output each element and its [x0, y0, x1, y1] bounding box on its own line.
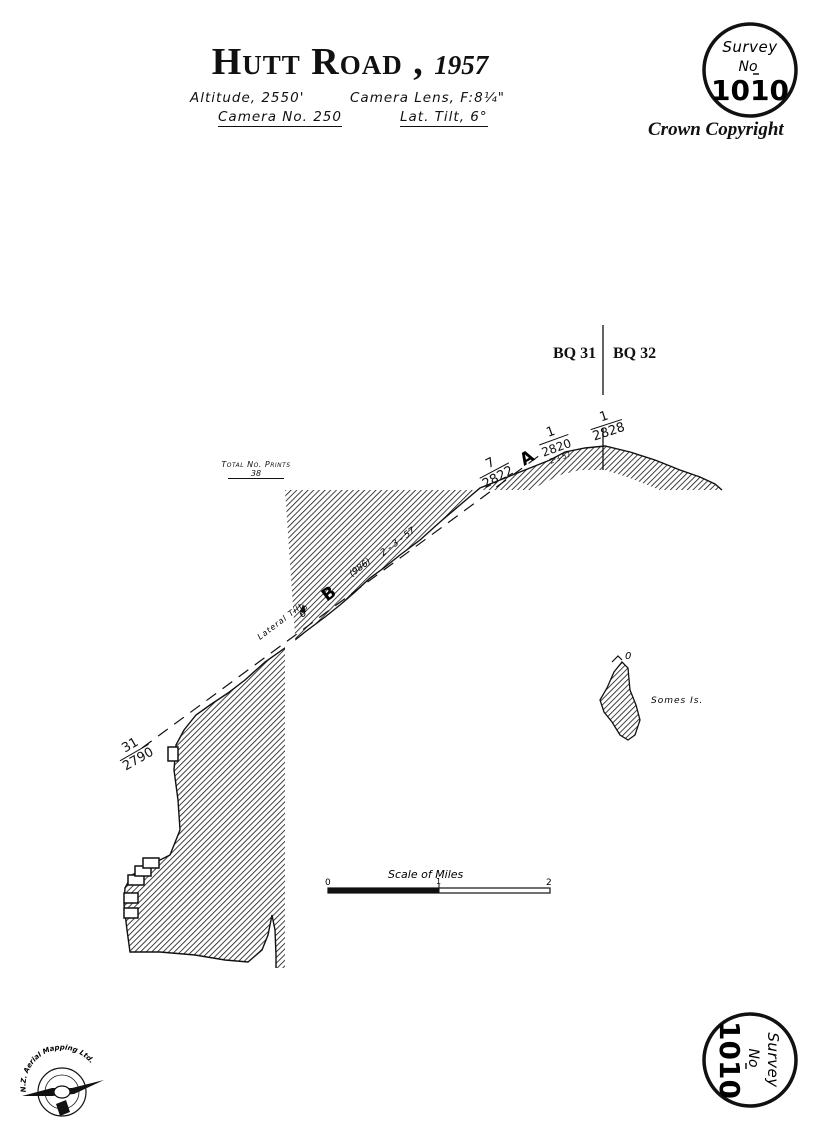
company-logo: N.Z. Aerial Mapping Ltd. — [19, 1043, 104, 1117]
total-prints: Total No. Prints 38 — [210, 460, 302, 479]
survey-stamp-bottom: Survey No 1010 — [702, 1012, 798, 1108]
camera-lens-text: Camera Lens, F:8¼" — [350, 90, 505, 106]
wharves — [123, 746, 179, 919]
title-text: Hutt Road , — [211, 41, 424, 83]
stamp-number: 1010 — [711, 74, 789, 107]
crown-copyright: Crown Copyright — [648, 119, 784, 140]
tilt-arrow-icon — [300, 604, 306, 612]
stamp-survey-text-rotated: Survey — [764, 1032, 782, 1088]
camera-icon — [53, 1085, 71, 1099]
stamp-survey-text: Survey — [722, 38, 778, 56]
coastline-edge — [123, 445, 723, 968]
sheet-left-label: BQ 31 — [553, 345, 597, 362]
islet-icon — [611, 655, 623, 663]
stamp-number-rotated: 1010 — [713, 1021, 746, 1099]
end-frame-top: 1 — [597, 408, 611, 426]
coastline-landmass — [124, 446, 722, 968]
altitude-text: Altitude, 2550' — [190, 90, 305, 106]
stamp-ring — [702, 22, 798, 118]
somes-island-label: Somes Is. — [651, 696, 703, 706]
map-title: Hutt Road , 1957 — [150, 40, 550, 84]
nz-map-icon — [56, 1100, 70, 1116]
somes-island — [599, 661, 641, 741]
scale-tick-0: 0 — [325, 878, 331, 888]
stamp-no-text-rotated: No — [745, 1048, 761, 1067]
survey-stamp-top: Survey No 1010 — [702, 22, 798, 118]
lat-tilt-text: Lat. Tilt, 6° — [400, 109, 488, 127]
scale-title: Scale of Miles — [388, 868, 464, 881]
flight-line — [141, 454, 541, 749]
islet-zero-label: 0 — [625, 651, 631, 662]
total-prints-label: Total No. Prints — [221, 460, 291, 469]
scale-bar — [327, 884, 551, 894]
stamp-ring-rotated — [702, 1012, 798, 1108]
frame-a-top: 1 — [544, 423, 558, 441]
sheet-right-label: BQ 32 — [613, 345, 657, 362]
camera-no-text: Camera No. 250 — [218, 109, 342, 127]
tilt-value-label: 6° — [297, 605, 313, 621]
total-prints-value: 38 — [228, 469, 284, 479]
scale-tick-2: 2 — [546, 878, 552, 888]
stamp-no-text: No — [738, 59, 757, 75]
sea-area — [285, 470, 817, 968]
scale-tick-1: 1 — [436, 877, 441, 886]
title-year: 1957 — [434, 50, 489, 80]
